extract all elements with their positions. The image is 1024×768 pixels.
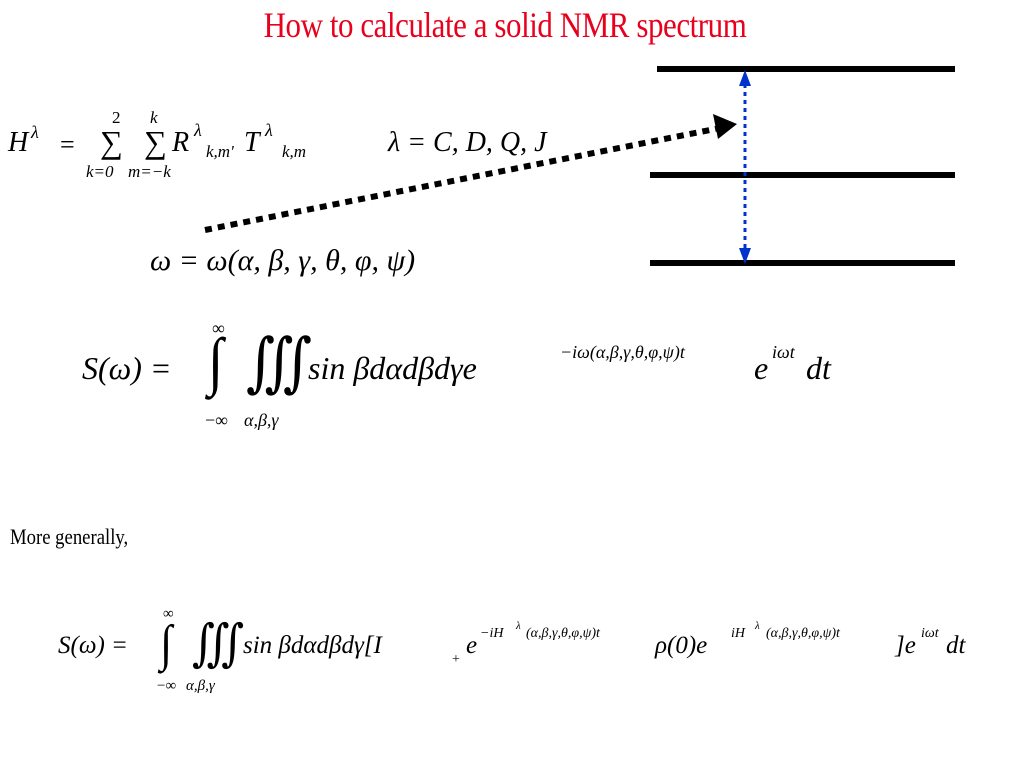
spectrum-exp1: −iω(α,β,γ,θ,φ,ψ)t [560,342,685,362]
spectrum-triple-integral: ∭ [246,327,313,399]
spectrum-exp2: iωt [772,342,795,362]
transition-arrowhead-down [739,248,751,264]
general-exp2-sup: λ [755,620,760,632]
dotted-pointer-arrowhead [713,114,737,139]
general-exp1: −iH [480,626,504,641]
equals-sign: = [60,130,75,159]
sum2-upper: k [150,108,158,127]
general-int-lower: −∞ [157,678,177,694]
spectrum-lhs: S(ω) = [82,350,172,386]
lambda-definition: λ = C, D, Q, J [388,127,547,158]
spectrum-body: sin βdαdβdγe [308,350,477,386]
sum1-upper: 2 [112,108,121,127]
general-e1: e [466,632,478,659]
slide-title: How to calculate a solid NMR spectrum [263,5,747,45]
general-dt: dt [946,632,966,659]
R-symbol: R [172,127,190,158]
general-iplus-sub: + [452,652,460,667]
transition-arrowhead-up [739,70,751,86]
sum2-sigma: ∑ [144,124,167,160]
general-lhs: S(ω) = [58,632,128,659]
sum1-sigma: ∑ [100,124,123,160]
general-exp2-args: (α,β,γ,θ,φ,ψ)t [766,626,840,641]
spectrum-int-upper: ∞ [212,318,225,338]
hamiltonian-sup: λ [31,122,39,142]
general-triple-integral: ∭ [192,615,245,672]
spectrum-triple-lower: α,β,γ [244,410,279,430]
general-exp1-sup: λ [516,620,521,632]
T-symbol: T [244,127,260,158]
spectrum-e2: e [754,350,769,386]
spectrum-int-lower: −∞ [205,410,228,430]
general-exp2: iH [731,626,745,641]
sum2-lower: m=−k [128,162,171,181]
energy-level-middle [650,172,955,178]
general-exp1-args: (α,β,γ,θ,φ,ψ)t [526,626,600,641]
general-triple-lower: α,β,γ [186,678,215,694]
dotted-pointer-arrow-line [204,125,721,233]
hamiltonian-symbol: H [8,127,29,158]
general-body: sin βdαdβdγ[I [243,632,382,659]
omega-equation: ω = ω(α, β, γ, θ, φ, ψ) [150,244,416,277]
spectrum-single-integral: ∫ [208,326,224,398]
general-rho: ρ(0)e [655,632,708,659]
spectrum-dt: dt [806,350,831,386]
general-close: ]e [895,632,916,659]
energy-level-top [657,66,955,72]
T-sup: λ [265,120,273,140]
general-single-integral: ∫ [160,615,173,672]
R-sub: k,m' [206,142,234,161]
more-generally-text: More generally, [10,524,129,549]
sum1-lower: k=0 [86,162,114,181]
R-sup: λ [194,120,202,140]
energy-level-bottom [650,260,955,266]
general-exp3: iωt [921,626,939,641]
general-int-upper: ∞ [163,606,174,622]
T-sub: k,m [282,142,307,161]
